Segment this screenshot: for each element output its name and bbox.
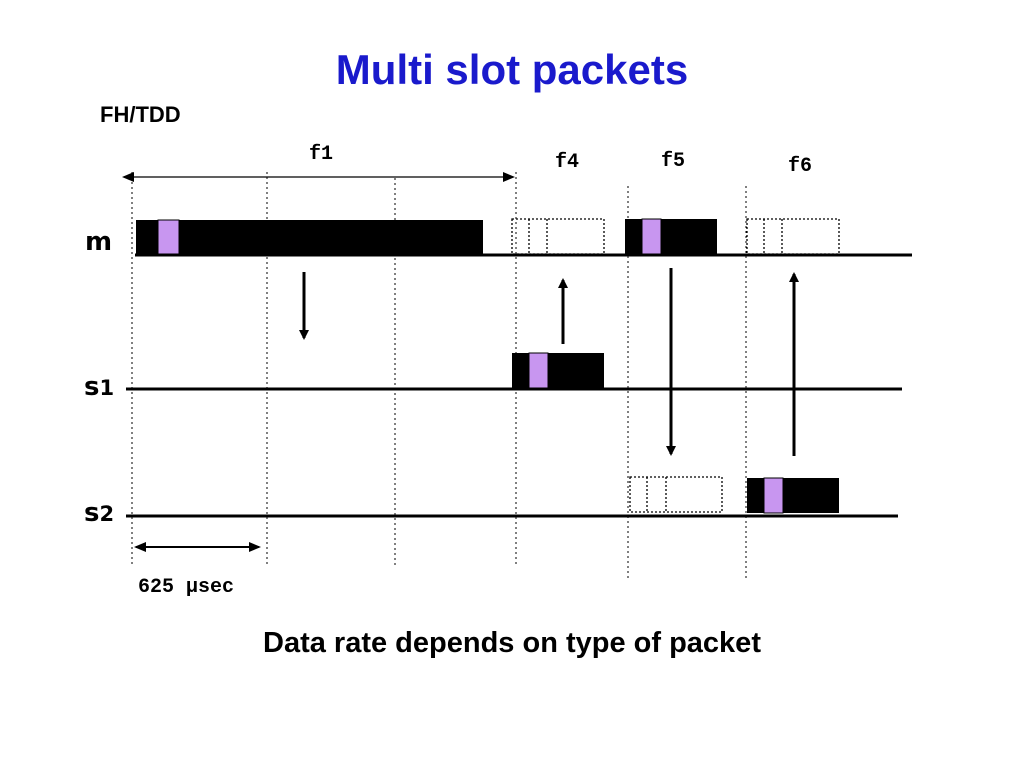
frequency-label-f6: f6	[788, 155, 813, 178]
packet-body	[625, 219, 717, 254]
transmission-arrows	[299, 268, 799, 456]
frequency-label-f5: f5	[661, 150, 686, 173]
packet-header-marker	[157, 219, 180, 255]
fh-tdd-label: FH/TDD	[100, 102, 181, 127]
frequency-label-f1: f1	[309, 143, 334, 166]
master-empty-slot-f6	[746, 218, 840, 255]
slot-duration-label: 625 µsec	[138, 576, 235, 599]
packet-body	[136, 220, 483, 254]
station-label-s2: s2	[84, 498, 115, 528]
packet-header-marker	[763, 477, 784, 514]
station-label-s1: s1	[84, 372, 115, 402]
frequency-label-f4: f4	[555, 151, 580, 174]
station-label-m: m	[85, 227, 113, 257]
packet-header-marker	[641, 218, 662, 255]
slave1-packet-f4	[512, 352, 604, 389]
master-packet-5-slot	[136, 219, 483, 255]
packet-body	[747, 478, 839, 513]
slave2-packet-f6	[747, 477, 839, 514]
slave2-empty-slot-f5	[629, 476, 723, 513]
caption: Data rate depends on type of packet	[263, 627, 761, 659]
master-packet-f5	[625, 218, 717, 255]
packet-body	[512, 353, 604, 388]
master-empty-slot-f4	[511, 218, 605, 255]
packet-header-marker	[528, 352, 549, 389]
slide-title: Multi slot packets	[335, 46, 689, 93]
